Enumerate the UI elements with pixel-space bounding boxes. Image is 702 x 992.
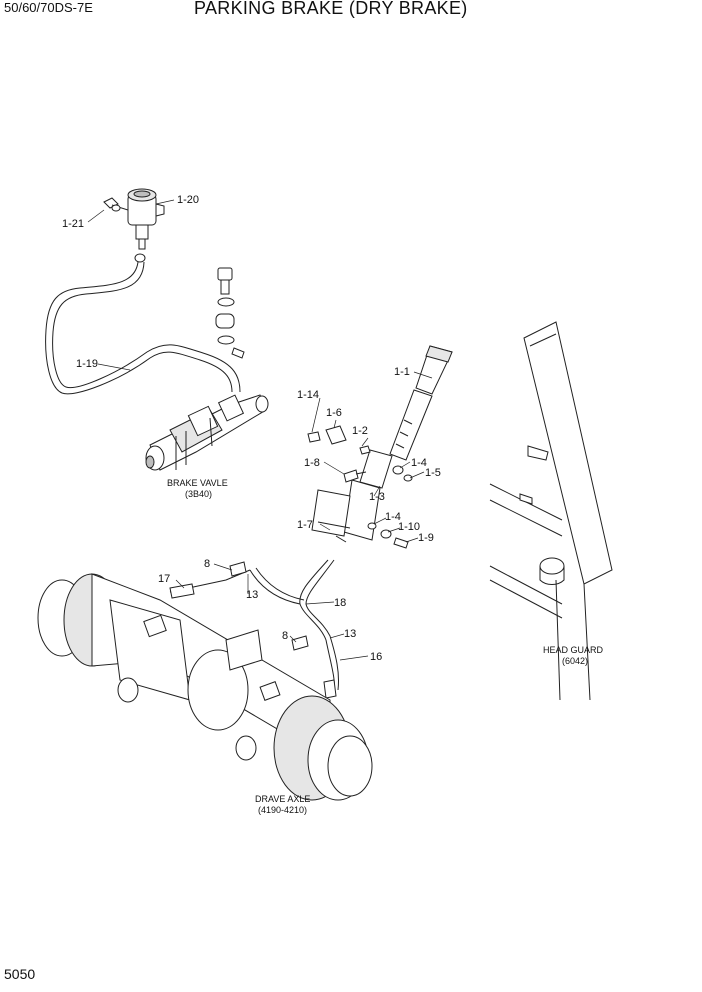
part-label-1-9: 1-9: [418, 532, 434, 544]
head-guard-caption: HEAD GUARD: [543, 645, 604, 655]
part-label-1-4-upper: 1-4: [411, 457, 427, 469]
reservoir-tank: [127, 188, 165, 250]
part-label-1-7: 1-7: [297, 519, 313, 531]
part-label-1-2: 1-2: [352, 425, 368, 437]
part-label-17: 17: [158, 573, 170, 585]
brake-valve-ref: (3B40): [185, 489, 212, 499]
clamp-bolt: [103, 197, 129, 212]
part-label-8-lower: 8: [282, 630, 288, 642]
drive-axle: [37, 573, 373, 801]
part-label-1-21: 1-21: [62, 218, 84, 230]
brake-valve-caption: BRAKE VAVLE: [167, 478, 228, 488]
hose-clip: [134, 253, 146, 263]
brake-cable: [299, 559, 335, 691]
part-label-1-8: 1-8: [304, 457, 320, 469]
part-label-1-14: 1-14: [297, 389, 319, 401]
head-guard-ref: (6042): [562, 656, 588, 666]
part-label-1-5: 1-5: [425, 467, 441, 479]
part-label-1-19: 1-19: [76, 358, 98, 370]
bracket-cover: [307, 425, 347, 445]
drive-axle-ref: (4190-4210): [258, 805, 307, 815]
part-label-13-upper: 13: [246, 589, 258, 601]
part-label-1-10: 1-10: [398, 521, 420, 533]
banjo-bolt: [215, 267, 245, 359]
part-label-8-upper: 8: [204, 558, 210, 570]
model-code: 50/60/70DS-7E: [4, 0, 93, 15]
part-label-16: 16: [370, 651, 382, 663]
part-label-13-lower: 13: [344, 628, 356, 640]
page-number: 5050: [4, 966, 36, 982]
part-label-1-20: 1-20: [177, 194, 199, 206]
leader-lines: [87, 199, 433, 661]
part-label-1-6: 1-6: [326, 407, 342, 419]
fasteners-group: [343, 445, 413, 549]
part-label-1-1: 1-1: [394, 366, 410, 378]
head-guard: [489, 321, 613, 701]
part-label-1-3: 1-3: [369, 491, 385, 503]
brake-hose: [45, 261, 233, 395]
page-title: PARKING BRAKE (DRY BRAKE): [194, 0, 468, 18]
brake-valve: [145, 394, 269, 471]
part-label-1-4-lower: 1-4: [385, 511, 401, 523]
parking-lever: [389, 345, 453, 461]
drive-axle-caption: DRAVE AXLE: [255, 794, 310, 804]
part-label-18: 18: [334, 597, 346, 609]
